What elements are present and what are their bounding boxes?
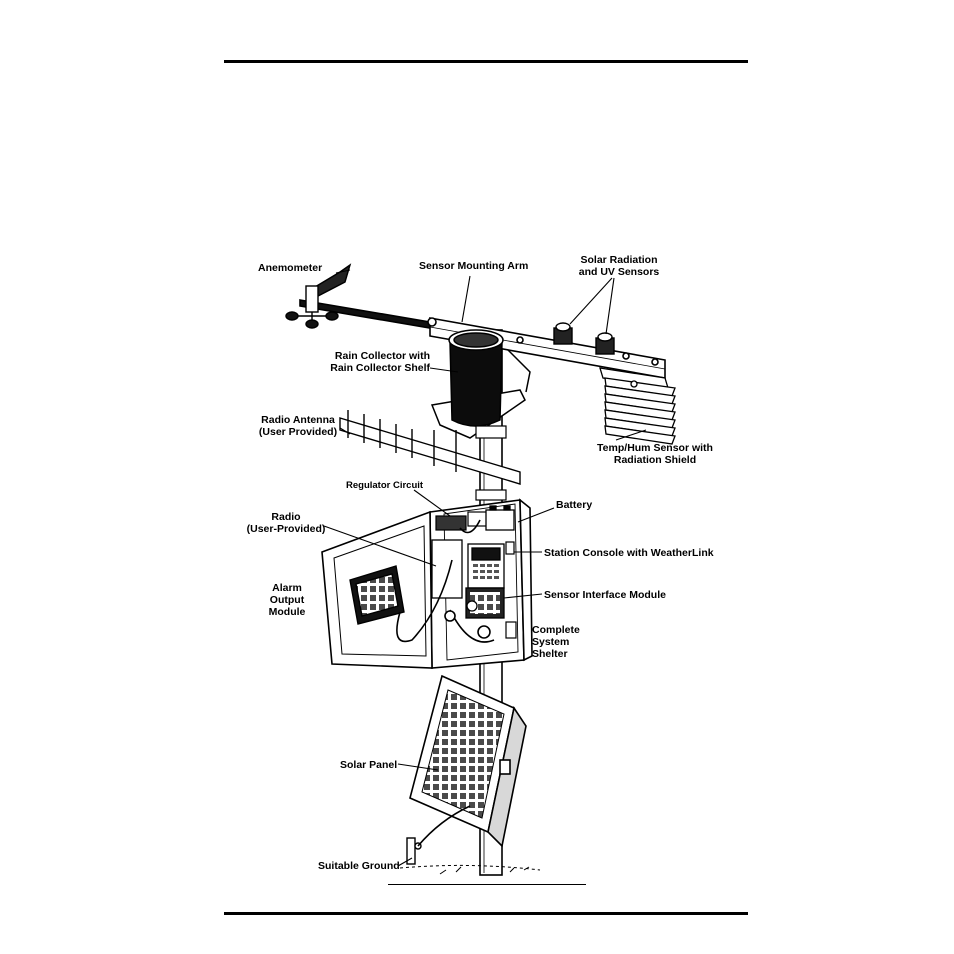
label-sensor-mounting-arm: Sensor Mounting Arm bbox=[419, 260, 529, 272]
label-rain-collector: Rain Collector with Rain Collector Shelf bbox=[330, 350, 430, 374]
label-regulator-circuit: Regulator Circuit bbox=[346, 480, 424, 491]
label-temphum-line1: Temp/Hum Sensor with bbox=[597, 442, 713, 454]
shelter-latch bbox=[505, 541, 517, 639]
mast-clamps bbox=[475, 425, 507, 501]
label-alarm-line3: Module bbox=[268, 606, 306, 618]
wiring bbox=[396, 519, 495, 643]
label-radio: Radio (User-Provided) bbox=[246, 511, 326, 535]
ground-surface bbox=[399, 864, 541, 875]
label-shelter-line2: System bbox=[532, 636, 570, 648]
label-complete-system-shelter: Complete System Shelter bbox=[532, 624, 580, 660]
bottom-rule bbox=[224, 912, 748, 915]
label-rain-line2: Rain Collector Shelf bbox=[330, 362, 430, 374]
label-temphum-line2: Radiation Shield bbox=[613, 454, 697, 466]
ground-rod bbox=[406, 805, 471, 865]
battery-unit bbox=[485, 505, 515, 531]
temp-hum-radiation-shield bbox=[599, 367, 676, 445]
label-alarm-line2: Output bbox=[269, 594, 305, 606]
top-rule bbox=[224, 60, 748, 63]
sensor-interface-module bbox=[465, 587, 505, 619]
label-battery: Battery bbox=[556, 499, 593, 511]
label-shelter-line3: Shelter bbox=[532, 648, 568, 660]
label-sensor-interface-module: Sensor Interface Module bbox=[544, 589, 666, 601]
label-shelter-line1: Complete bbox=[532, 624, 580, 636]
anemometer-device bbox=[285, 263, 352, 329]
label-suitable-ground: Suitable Ground bbox=[318, 860, 400, 872]
solar-uv-sensors bbox=[553, 322, 615, 355]
label-solar-uv-line2: and UV Sensors bbox=[578, 266, 660, 278]
label-radio-antenna: Radio Antenna (User Provided) bbox=[256, 414, 340, 438]
caption-rule bbox=[388, 884, 586, 885]
label-alarm-line1: Alarm bbox=[272, 582, 302, 594]
label-radio-line2: (User-Provided) bbox=[246, 523, 326, 535]
label-radio-line1: Radio bbox=[271, 511, 301, 523]
label-antenna-line2: (User Provided) bbox=[258, 426, 338, 438]
alarm-output-module bbox=[349, 565, 405, 625]
leader-lines bbox=[323, 269, 647, 867]
station-console bbox=[467, 543, 505, 589]
radio-antenna bbox=[339, 410, 521, 485]
radio-device bbox=[431, 539, 463, 599]
label-antenna-line1: Radio Antenna bbox=[261, 414, 335, 426]
label-station-console: Station Console with WeatherLink bbox=[544, 547, 714, 559]
label-rain-line1: Rain Collector with bbox=[334, 350, 430, 362]
label-anemometer: Anemometer bbox=[258, 262, 323, 274]
rain-collector bbox=[430, 329, 531, 439]
label-alarm-output-module: Alarm Output Module bbox=[264, 582, 310, 618]
label-temp-hum-sensor: Temp/Hum Sensor with Radiation Shield bbox=[596, 442, 714, 466]
label-solar-uv-sensors: Solar Radiation and UV Sensors bbox=[576, 254, 662, 278]
label-solar-uv-line1: Solar Radiation bbox=[580, 254, 658, 266]
label-solar-panel: Solar Panel bbox=[340, 759, 398, 771]
solar-panel-device bbox=[409, 674, 527, 848]
